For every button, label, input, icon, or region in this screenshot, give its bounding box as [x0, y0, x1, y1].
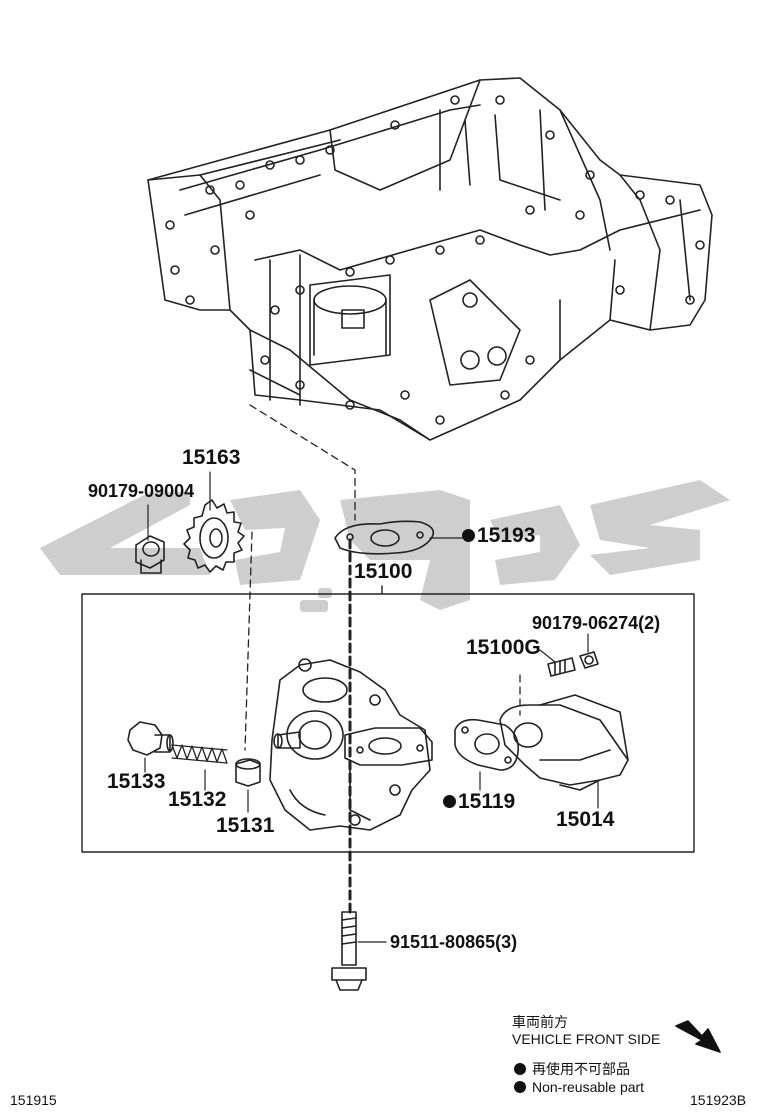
legend-dot-icon: [514, 1063, 526, 1075]
legend-non-reusable-jp-text: 再使用不可部品: [532, 1061, 630, 1077]
legend-dot-icon: [514, 1081, 526, 1093]
leader-lines: [144, 471, 599, 943]
oil-pan-housing: [147, 77, 713, 441]
flange-bolt-bottom: [331, 911, 367, 991]
label-spring: 15132: [168, 788, 227, 811]
legend-non-reusable-en: Non-reusable part: [514, 1079, 644, 1095]
label-flange-nut-top: 90179-09004: [88, 481, 195, 501]
small-bolt: [579, 651, 599, 669]
watermark-logo: [40, 480, 730, 612]
label-gasket-side-text: 15119: [458, 790, 516, 813]
dashed-assembly-lines: [244, 404, 521, 751]
label-sprocket: 15163: [182, 446, 241, 469]
legend-non-reusable-en-text: Non-reusable part: [532, 1079, 645, 1095]
non-reusable-dot: [462, 529, 475, 542]
label-small-bolt: 90179-06274(2): [532, 613, 661, 633]
plug: [127, 721, 174, 756]
legend-direction-en: VEHICLE FRONT SIDE: [512, 1031, 661, 1047]
flange-nut-top: [135, 535, 165, 574]
legend-non-reusable-jp: 再使用不可部品: [514, 1059, 630, 1079]
stud-bolt: [547, 657, 576, 677]
label-gasket-side: 15119: [443, 790, 515, 814]
label-gasket-top: 15193: [462, 524, 535, 548]
relief-spring: [171, 744, 228, 764]
assembly-box: [81, 593, 695, 853]
gasket-side: [454, 718, 520, 771]
gasket-top: [334, 520, 435, 555]
label-stud: 15100G: [466, 636, 541, 659]
label-strainer: 15014: [556, 808, 615, 831]
label-plug: 15133: [107, 770, 166, 793]
label-gasket-top-text: 15193: [477, 524, 536, 547]
relief-valve: [235, 758, 261, 787]
sprocket-gear: [183, 499, 245, 573]
vehicle-front-arrow: [675, 1020, 721, 1053]
oil-strainer: [499, 694, 629, 791]
figure-code-left: 151915: [10, 1092, 57, 1108]
oil-pump-body: [269, 658, 433, 831]
label-flange-bolt-bottom: 91511-80865(3): [390, 932, 518, 952]
figure-code-right: 151923B: [690, 1092, 747, 1108]
label-assembly: 15100: [354, 560, 413, 583]
label-valve: 15131: [216, 814, 275, 837]
legend-direction-jp: 車両前方: [512, 1014, 568, 1030]
non-reusable-dot: [443, 795, 456, 808]
